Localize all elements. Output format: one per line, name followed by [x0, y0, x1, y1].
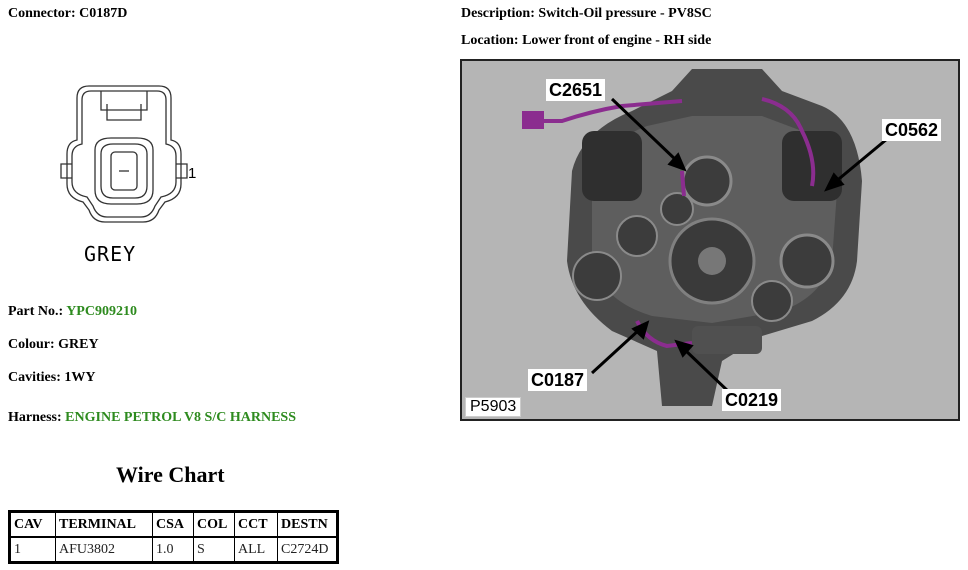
header-csa: CSA	[152, 511, 194, 538]
header-terminal: TERMINAL	[55, 511, 153, 538]
connector-value: C0187D	[79, 6, 128, 21]
part-label: Part No.:	[8, 304, 64, 319]
cell-destn[interactable]: C2724D	[277, 536, 338, 563]
table-row: 1 AFU3802 1.0 S ALL C2724D	[9, 536, 338, 563]
header-cct: CCT	[234, 511, 278, 538]
wire-chart-title: Wire Chart	[116, 462, 225, 487]
engine-location-image: C2651 C0562 C0187 C0219 P5903	[460, 59, 960, 421]
cell-cav: 1	[9, 536, 56, 563]
location-label: Location:	[461, 33, 519, 48]
wire-chart-header-row: CAV TERMINAL CSA COL CCT DESTN	[9, 511, 338, 538]
location-line: Location: Lower front of engine - RH sid…	[461, 33, 711, 49]
connector-heading: Connector: C0187D	[8, 6, 127, 22]
image-reference-label: P5903	[465, 397, 522, 417]
header-destn: DESTN	[277, 511, 338, 538]
connector-label: Connector:	[8, 6, 76, 21]
description-value: Switch-Oil pressure - PV8SC	[538, 6, 712, 21]
cell-cct: ALL	[234, 536, 278, 563]
callout-c0219: C0219	[722, 389, 782, 411]
cavities-line: Cavities: 1WY	[8, 370, 96, 386]
harness-line: Harness: ENGINE PETROL V8 S/C HARNESS	[8, 410, 296, 426]
cell-csa: 1.0	[152, 536, 194, 563]
callout-c0562: C0562	[882, 119, 942, 141]
cavities-value: 1WY	[64, 370, 96, 385]
wire-chart-table: CAV TERMINAL CSA COL CCT DESTN 1 AFU3802…	[8, 510, 339, 564]
colour-label: Colour:	[8, 337, 55, 352]
harness-link[interactable]: ENGINE PETROL V8 S/C HARNESS	[65, 410, 296, 425]
callout-c2651: C2651	[546, 79, 606, 101]
location-value: Lower front of engine - RH side	[522, 33, 712, 48]
header-col: COL	[193, 511, 235, 538]
colour-line: Colour: GREY	[8, 337, 99, 353]
engine-illustration	[462, 61, 958, 419]
cell-terminal: AFU3802	[55, 536, 153, 563]
header-cav: CAV	[9, 511, 56, 538]
callout-c0187: C0187	[528, 369, 588, 391]
cell-col: S	[193, 536, 235, 563]
colour-value: GREY	[58, 337, 99, 352]
description-line: Description: Switch-Oil pressure - PV8SC	[461, 6, 712, 22]
part-number-link[interactable]: YPC909210	[66, 304, 137, 319]
description-label: Description:	[461, 6, 535, 21]
connector-face-diagram	[60, 85, 188, 223]
cavities-label: Cavities:	[8, 370, 61, 385]
connector-color-caption: GREY	[84, 242, 137, 266]
pin-number-label: 1	[188, 165, 197, 182]
part-number-line: Part No.: YPC909210	[8, 304, 137, 320]
harness-label: Harness:	[8, 410, 62, 425]
